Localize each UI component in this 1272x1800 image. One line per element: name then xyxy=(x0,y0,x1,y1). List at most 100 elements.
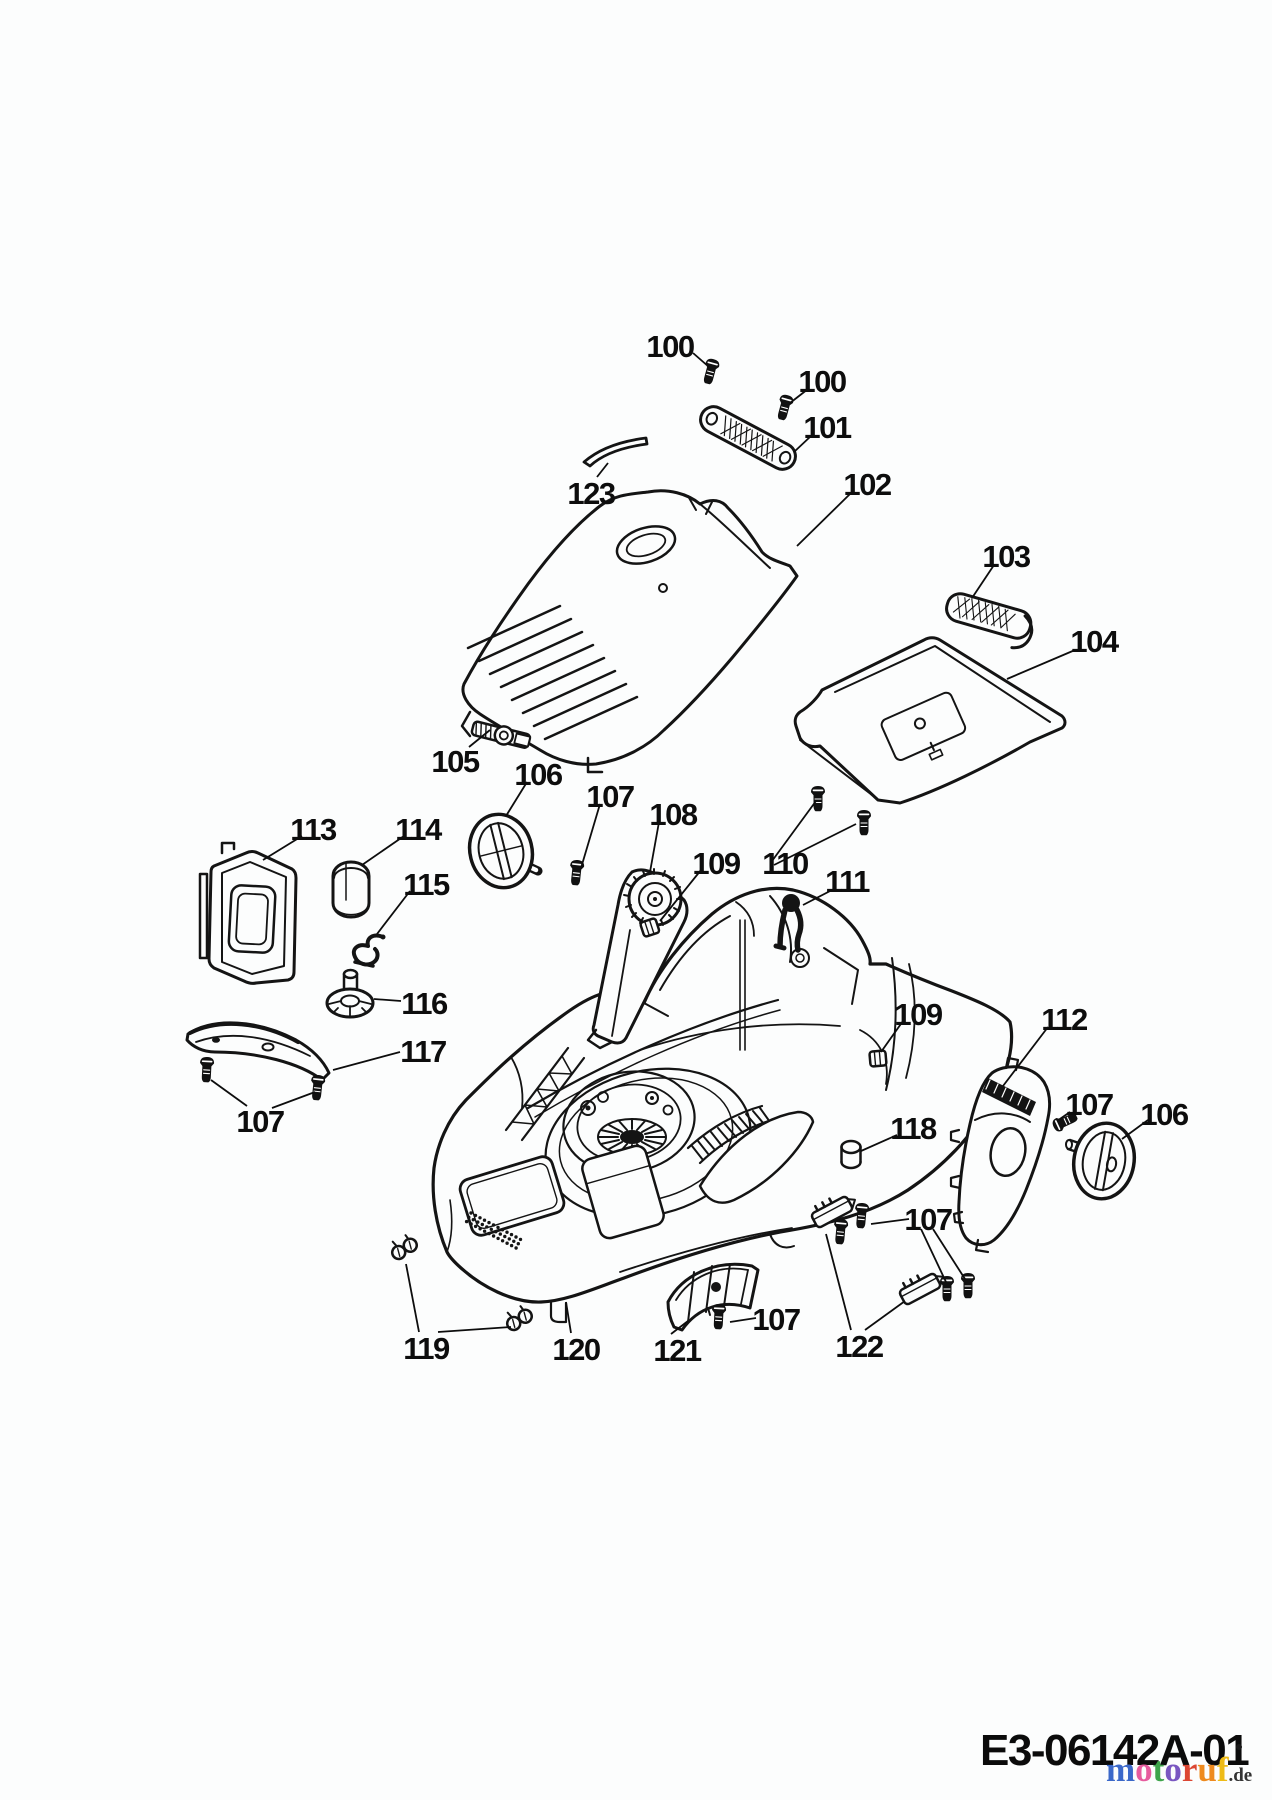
callout-labels: 100 100 101 123 102 103 104 105 106 107 108 109 110 1… xyxy=(210,329,1190,1368)
part-number-label: 103 xyxy=(982,539,1030,574)
part-101-handle-grip xyxy=(699,405,797,471)
part-106-wheel-left xyxy=(467,812,543,890)
leader-line xyxy=(793,435,812,453)
leader-line xyxy=(802,888,835,906)
part-106-wheel-right xyxy=(1065,1121,1137,1201)
leader-line xyxy=(692,352,710,368)
part-number-label: 110 xyxy=(762,846,808,881)
part-number-label: 115 xyxy=(403,867,450,902)
watermark-letter: m xyxy=(1106,1750,1136,1789)
part-105-axle-bolt xyxy=(470,720,532,749)
watermark-letter: r xyxy=(1181,1750,1198,1789)
part-118-bushing xyxy=(840,1139,862,1170)
leader-line xyxy=(1121,1119,1149,1140)
drawing-number: E3-06142A-01 xyxy=(980,1726,1250,1775)
leader-line xyxy=(580,803,601,869)
part-109-clip-left xyxy=(639,917,661,938)
watermark-letter: t xyxy=(1152,1750,1165,1789)
leader-line xyxy=(773,823,857,866)
watermark-letter: o xyxy=(1164,1750,1182,1789)
part-number-label: 107 xyxy=(904,1202,951,1237)
part-number-label: 107 xyxy=(1065,1087,1112,1122)
part-number-label: 120 xyxy=(552,1332,599,1367)
part-number-label: 107 xyxy=(586,779,633,814)
part-120-deck-housing xyxy=(431,886,1014,1324)
watermark-letter: f xyxy=(1216,1750,1229,1789)
part-number-label: 121 xyxy=(653,1333,701,1368)
part-114-capacitor xyxy=(331,860,371,919)
leader-line xyxy=(860,1134,898,1152)
part-104-rear-flap xyxy=(793,636,1067,805)
leader-line xyxy=(271,1091,316,1109)
part-113-side-panel xyxy=(198,841,298,985)
leader-line xyxy=(659,869,702,922)
leader-line xyxy=(825,1233,852,1331)
part-122-latch-clip-b xyxy=(898,1272,944,1306)
part-number-label: 118 xyxy=(890,1111,937,1146)
part-109-clip-right xyxy=(868,1049,888,1068)
part-number-label: 122 xyxy=(835,1329,882,1364)
leader-line xyxy=(210,1079,248,1107)
part-number-label: 109 xyxy=(692,846,740,881)
part-108-gear-bracket xyxy=(586,868,689,1050)
leader-line xyxy=(1002,1026,1049,1087)
part-103-grip xyxy=(945,592,1034,650)
part-number-label: 105 xyxy=(431,744,479,779)
leader-line xyxy=(880,1020,904,1053)
part-122-latch-clip-a xyxy=(810,1195,856,1229)
leader-line xyxy=(376,890,411,935)
part-number-label: 104 xyxy=(1070,624,1119,659)
part-119-hook-clip-a xyxy=(390,1234,418,1261)
watermark-logo: motoruf.de xyxy=(1106,1752,1252,1793)
watermark-letter: o xyxy=(1135,1750,1153,1789)
part-number-label: 106 xyxy=(514,757,562,792)
leader-line xyxy=(1006,649,1076,680)
part-112-side-cover xyxy=(949,1056,1052,1254)
part-number-label: 101 xyxy=(803,410,851,445)
leader-line xyxy=(789,388,809,404)
leader-line xyxy=(971,564,995,599)
leader-line xyxy=(468,729,491,748)
leader-line xyxy=(405,1263,420,1333)
watermark-dot xyxy=(1236,1744,1242,1750)
vent-slats xyxy=(466,604,639,741)
leader-line xyxy=(1056,1111,1071,1122)
leader-line xyxy=(565,1301,572,1334)
leader-line xyxy=(870,1218,910,1225)
part-number-label: 117 xyxy=(400,1034,446,1069)
part-number-label: 106 xyxy=(1140,1097,1188,1132)
part-number-label: 107 xyxy=(752,1302,799,1337)
part-number-label: 108 xyxy=(649,797,697,832)
leader-line xyxy=(729,1317,757,1323)
part-number-label: 111 xyxy=(825,864,870,899)
leader-line xyxy=(437,1326,512,1333)
leader-line xyxy=(361,835,405,866)
part-111-cable-clip xyxy=(773,894,804,953)
leader-line xyxy=(332,1051,401,1071)
leader-line xyxy=(920,1228,947,1283)
watermark-suffix: .de xyxy=(1228,1765,1253,1786)
part-number-label: 109 xyxy=(894,997,942,1032)
part-115-spring-clip xyxy=(351,933,386,968)
watermark-letter: u xyxy=(1197,1750,1217,1789)
part-number-label: 123 xyxy=(567,476,615,511)
part-117-wing-bracket xyxy=(185,1021,331,1082)
part-123-trim-strip xyxy=(582,436,649,468)
part-number-label: 100 xyxy=(646,329,693,364)
part-102-motor-cover xyxy=(460,489,799,774)
leader-line xyxy=(596,462,609,478)
leader-line xyxy=(932,1228,966,1280)
leader-line xyxy=(864,1300,906,1331)
part-number-label: 102 xyxy=(843,467,890,502)
part-116-impeller-hub xyxy=(325,968,375,1019)
part-number-label: 100 xyxy=(798,364,845,399)
part-number-label: 114 xyxy=(395,812,443,847)
part-number-label: 112 xyxy=(1041,1002,1087,1037)
leader-line xyxy=(373,998,402,1002)
leader-line xyxy=(649,821,660,873)
part-number-label: 107 xyxy=(236,1104,283,1139)
leader-line xyxy=(670,1320,689,1335)
leader-line xyxy=(262,835,303,861)
